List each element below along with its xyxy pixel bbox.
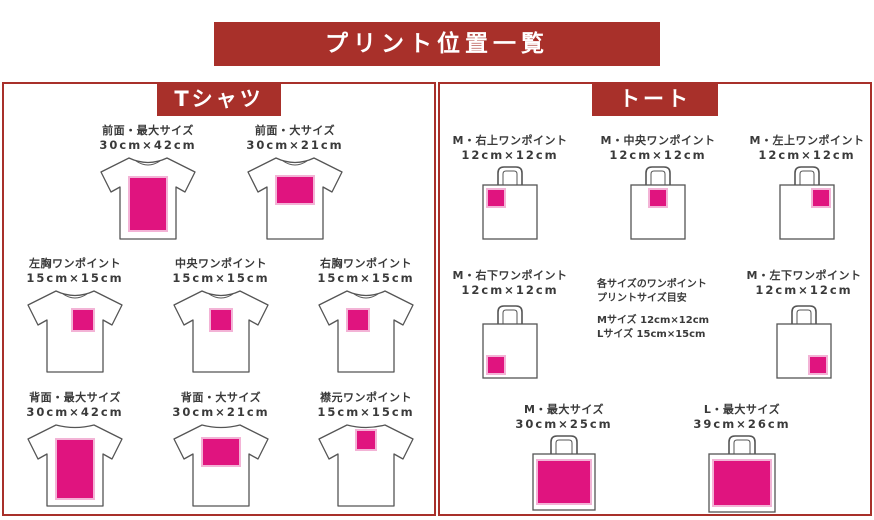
- item-label: M・右下ワンポイント: [452, 269, 568, 282]
- item-size: 39cm×26cm: [693, 417, 791, 431]
- item-label: M・左下ワンポイント: [746, 269, 862, 282]
- item-label: 背面・大サイズ: [180, 391, 262, 404]
- print-area: [357, 431, 375, 449]
- item-label: 襟元ワンポイント: [320, 391, 412, 404]
- tote-size-guide-note: 各サイズのワンポイント プリントサイズ目安 Mサイズ 12cm×12cm Lサイ…: [597, 278, 747, 342]
- item-size: 30cm×21cm: [172, 405, 270, 419]
- note-line: 各サイズのワンポイント: [597, 279, 707, 290]
- item-label: M・最大サイズ: [523, 403, 605, 416]
- tshirt-back-icon: [173, 424, 269, 507]
- item-size: 12cm×12cm: [609, 148, 707, 162]
- item-size: 15cm×15cm: [172, 271, 270, 285]
- note-line: Lサイズ 15cm×15cm: [597, 329, 706, 340]
- tote-bag-icon: [482, 166, 538, 240]
- tote-section-title: トート: [592, 82, 718, 116]
- tshirt-item-left-chest: 左胸ワンポイント 15cm×15cm: [13, 256, 137, 374]
- tote-bag-icon: [776, 305, 832, 379]
- item-size: 30cm×42cm: [26, 405, 124, 419]
- tshirt-back-icon: [27, 424, 123, 507]
- tote-bag-icon: [630, 166, 686, 240]
- item-label: M・右上ワンポイント: [452, 134, 568, 147]
- tote-item-l-max: L・最大サイズ 39cm×26cm: [680, 402, 804, 514]
- item-label: 前面・大サイズ: [254, 124, 336, 137]
- tshirt-item-back-large: 背面・大サイズ 30cm×21cm: [159, 390, 283, 508]
- item-label: 背面・最大サイズ: [29, 391, 121, 404]
- item-size: 30cm×42cm: [99, 138, 197, 152]
- print-area: [57, 440, 93, 498]
- tote-bag-icon: [708, 435, 776, 513]
- item-label: M・左上ワンポイント: [749, 134, 865, 147]
- tshirt-item-back-max: 背面・最大サイズ 30cm×42cm: [13, 390, 137, 508]
- tote-item-bottom-left: M・左下ワンポイント 12cm×12cm: [742, 268, 866, 380]
- item-label: L・最大サイズ: [703, 403, 781, 416]
- note-line: プリントサイズ目安: [597, 293, 687, 304]
- item-label: 左胸ワンポイント: [29, 257, 121, 270]
- item-label: M・中央ワンポイント: [600, 134, 716, 147]
- tshirt-item-front-max: 前面・最大サイズ 30cm×42cm: [86, 123, 210, 241]
- tote-item-center: M・中央ワンポイント 12cm×12cm: [596, 133, 720, 241]
- tshirt-front-icon: [173, 290, 269, 373]
- tote-item-m-max: M・最大サイズ 30cm×25cm: [502, 402, 626, 512]
- item-size: 30cm×25cm: [515, 417, 613, 431]
- note-line: Mサイズ 12cm×12cm: [597, 315, 710, 326]
- tshirt-front-icon: [318, 290, 414, 373]
- item-size: 12cm×12cm: [758, 148, 856, 162]
- tote-bag-icon: [482, 305, 538, 379]
- print-area: [211, 310, 231, 330]
- print-area: [810, 357, 826, 373]
- print-area: [203, 439, 239, 465]
- print-area: [813, 190, 829, 206]
- tshirt-item-center: 中央ワンポイント 15cm×15cm: [159, 256, 283, 374]
- tote-item-top-left: M・左上ワンポイント 12cm×12cm: [745, 133, 869, 241]
- tshirt-front-icon: [247, 157, 343, 240]
- print-area: [488, 190, 504, 206]
- page-title-banner: プリント位置一覧: [214, 22, 660, 66]
- item-size: 12cm×12cm: [461, 283, 559, 297]
- item-size: 15cm×15cm: [317, 405, 415, 419]
- item-size: 30cm×21cm: [246, 138, 344, 152]
- tote-bag-icon: [779, 166, 835, 240]
- tshirt-front-icon: [100, 157, 196, 240]
- item-size: 15cm×15cm: [317, 271, 415, 285]
- tshirt-front-icon: [27, 290, 123, 373]
- item-label: 前面・最大サイズ: [102, 124, 194, 137]
- item-label: 中央ワンポイント: [175, 257, 267, 270]
- print-area: [130, 178, 166, 230]
- item-size: 12cm×12cm: [755, 283, 853, 297]
- tshirt-back-icon: [318, 424, 414, 507]
- tshirt-item-right-chest: 右胸ワンポイント 15cm×15cm: [304, 256, 428, 374]
- print-area: [714, 461, 770, 505]
- print-area: [277, 177, 313, 203]
- item-label: 右胸ワンポイント: [320, 257, 412, 270]
- print-area: [650, 190, 666, 206]
- tshirt-item-front-large: 前面・大サイズ 30cm×21cm: [233, 123, 357, 241]
- tote-item-top-right: M・右上ワンポイント 12cm×12cm: [448, 133, 572, 241]
- item-size: 12cm×12cm: [461, 148, 559, 162]
- tshirt-section-title: Tシャツ: [157, 82, 281, 116]
- item-size: 15cm×15cm: [26, 271, 124, 285]
- tote-item-bottom-right: M・右下ワンポイント 12cm×12cm: [448, 268, 572, 380]
- print-area: [348, 310, 368, 330]
- print-area: [73, 310, 93, 330]
- print-area: [488, 357, 504, 373]
- tote-bag-icon: [532, 435, 596, 511]
- print-area: [538, 461, 590, 503]
- tshirt-item-collar: 襟元ワンポイント 15cm×15cm: [304, 390, 428, 508]
